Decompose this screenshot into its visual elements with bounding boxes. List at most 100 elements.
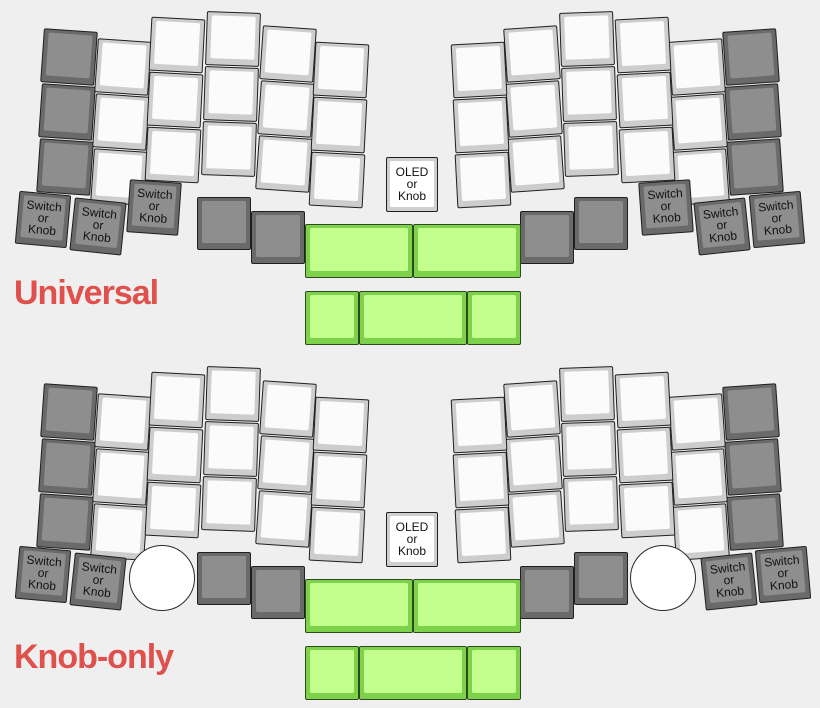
keycap-top bbox=[260, 494, 308, 541]
key-L-c0-r2 bbox=[36, 138, 94, 196]
keycap-top bbox=[149, 130, 197, 177]
key-L-c5-r1 bbox=[310, 451, 368, 509]
rotary-knob bbox=[630, 545, 696, 611]
keycap-top bbox=[508, 384, 556, 431]
keycap-top: Switch or Knob bbox=[20, 550, 66, 596]
keycap-top bbox=[45, 387, 93, 434]
keycap-top: Switch or Knob bbox=[754, 195, 800, 241]
key-R-c2-r0 bbox=[614, 16, 672, 74]
keycap-top bbox=[151, 75, 199, 122]
rotary-knob bbox=[129, 545, 195, 611]
keycap-top: Switch or Knob bbox=[75, 556, 122, 604]
key-L-c3-r0 bbox=[205, 366, 261, 422]
key-L-c2-r2 bbox=[144, 481, 202, 539]
switch-or-knob-key: Switch or Knob bbox=[754, 545, 812, 604]
key-R-c2-r1 bbox=[616, 71, 674, 129]
key-R-c1-r0 bbox=[668, 38, 726, 96]
keycap-top: Switch or Knob bbox=[705, 556, 752, 604]
key-L-c0-r0 bbox=[40, 383, 98, 441]
keycap-top bbox=[99, 397, 147, 444]
key-L-c5-r2 bbox=[308, 506, 366, 564]
keycap-top bbox=[260, 139, 308, 186]
thumb-key bbox=[520, 566, 574, 619]
keycap-top bbox=[619, 375, 667, 422]
key-L-c2-r0 bbox=[148, 16, 206, 74]
key-L-c5-r0 bbox=[312, 396, 370, 454]
key-R-c2-r0 bbox=[614, 371, 672, 429]
key-R-c4-r1 bbox=[505, 80, 563, 138]
key-R-c0-r1 bbox=[724, 438, 782, 496]
keycap-top bbox=[99, 42, 147, 89]
key-R-c0-r0 bbox=[722, 28, 780, 86]
key-L-c2-r1 bbox=[146, 426, 204, 484]
keycap-top bbox=[418, 583, 516, 626]
switch-or-knob-key: Switch or Knob bbox=[700, 552, 758, 611]
keycap-top bbox=[45, 32, 93, 79]
keycap-top: Switch or Knob bbox=[131, 183, 177, 229]
key-R-c4-r2 bbox=[507, 135, 565, 193]
thumb-key bbox=[467, 646, 521, 700]
keycap-top bbox=[313, 155, 361, 202]
key-label: Switch or Knob bbox=[136, 185, 174, 226]
key-label: Switch or Knob bbox=[757, 197, 795, 239]
key-label: Switch or Knob bbox=[25, 552, 63, 594]
keycap-top bbox=[623, 130, 671, 177]
key-L-c0-r1 bbox=[38, 83, 96, 141]
keycap-top bbox=[95, 507, 143, 554]
key-L-c4-r2 bbox=[255, 490, 313, 548]
key-label: Switch or Knob bbox=[763, 552, 801, 594]
keycap-top bbox=[310, 228, 408, 271]
keycap-top bbox=[315, 455, 363, 502]
key-L-c3-r1 bbox=[203, 421, 259, 477]
keycap-top bbox=[459, 510, 507, 557]
key-R-c5-r1 bbox=[452, 96, 510, 154]
keycap-top bbox=[210, 370, 256, 415]
keycap-top bbox=[455, 45, 503, 92]
key-L-c4-r2 bbox=[255, 135, 313, 193]
key-label: OLED or Knob bbox=[395, 520, 429, 558]
key-R-c0-r2 bbox=[726, 138, 784, 196]
keycap-top bbox=[579, 556, 623, 598]
key-L-c2-r0 bbox=[148, 371, 206, 429]
keycap-top bbox=[510, 439, 558, 486]
keycap-top bbox=[621, 430, 669, 477]
thumb-key-wide bbox=[359, 646, 467, 700]
keycap-top bbox=[206, 480, 252, 525]
key-R-c2-r2 bbox=[618, 126, 676, 184]
thumb-key bbox=[574, 197, 628, 250]
key-label: Switch or Knob bbox=[646, 185, 684, 226]
key-R-c0-r1 bbox=[724, 83, 782, 141]
thumb-key bbox=[574, 552, 628, 605]
keycap-top: OLED or Knob bbox=[390, 161, 434, 207]
key-L-c3-r2 bbox=[201, 476, 257, 532]
universal-title: Universal bbox=[14, 274, 159, 312]
key-R-c0-r0 bbox=[722, 383, 780, 441]
keycap-top bbox=[208, 425, 254, 470]
keycap-top bbox=[568, 125, 614, 170]
keycap-top bbox=[97, 452, 145, 499]
keycap-top bbox=[313, 510, 361, 557]
key-L-c0-r1 bbox=[38, 438, 96, 496]
thumb-key bbox=[251, 566, 305, 619]
keycap-top bbox=[457, 455, 505, 502]
switch-or-knob-key: Switch or Knob bbox=[126, 179, 182, 236]
key-R-c2-r1 bbox=[616, 426, 674, 484]
keycap-top bbox=[43, 442, 91, 489]
keycap-top bbox=[264, 29, 312, 76]
thumb-key-wide bbox=[305, 579, 413, 633]
key-L-c5-r2 bbox=[308, 151, 366, 209]
key-L-c4-r0 bbox=[259, 380, 317, 438]
switch-or-knob-key: Switch or Knob bbox=[69, 197, 127, 256]
keycap-top: Switch or Knob bbox=[75, 201, 122, 249]
key-L-c0-r0 bbox=[40, 28, 98, 86]
keycap-top bbox=[566, 70, 612, 115]
keycap-top bbox=[457, 100, 505, 147]
switch-or-knob-key: Switch or Knob bbox=[14, 545, 72, 604]
key-label: Switch or Knob bbox=[25, 197, 63, 239]
key-L-c1-r0 bbox=[94, 38, 152, 96]
key-R-c0-r2 bbox=[726, 493, 784, 551]
keycap-top bbox=[525, 215, 569, 257]
keycap-top bbox=[472, 650, 516, 693]
keycap-top bbox=[579, 201, 623, 243]
keycap-top bbox=[673, 397, 721, 444]
